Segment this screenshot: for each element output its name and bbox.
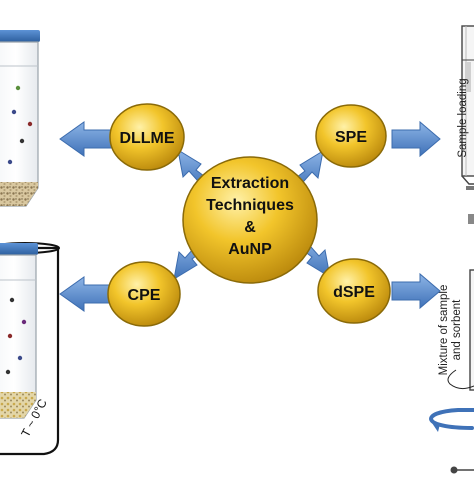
arrow-cpe-to-tube: [59, 276, 114, 312]
node-spe-label: SPE: [335, 129, 367, 146]
sediment-icon: [0, 392, 36, 418]
tube-cap: [0, 243, 38, 255]
particle-icon: [9, 297, 15, 303]
node-spe: SPE: [315, 104, 387, 168]
spe-cartridge: Sample loading: [457, 25, 474, 185]
particle-icon: [11, 109, 17, 115]
node-cpe-label: CPE: [128, 287, 161, 304]
particle-icon: [7, 333, 13, 339]
particle-icon: [7, 159, 13, 165]
arrow-dspe-to-tube: [391, 272, 441, 310]
tube-body: [469, 269, 474, 391]
center-line-2: Techniques: [206, 197, 294, 214]
tube-cap: [0, 30, 40, 42]
node-cpe: CPE: [107, 261, 181, 327]
particle-icon: [27, 121, 33, 127]
particle-icon: [21, 319, 27, 325]
particle-icon: [5, 369, 11, 375]
center-line-3: &: [244, 219, 256, 236]
center-circle: [182, 156, 318, 284]
particle-icon: [17, 355, 23, 361]
center-line-4: AuNP: [228, 241, 272, 258]
sediment-icon: [0, 182, 38, 206]
node-dspe: dSPE: [317, 258, 391, 324]
dllme-tube: [0, 30, 40, 207]
sample-loading-label: Sample loading: [457, 78, 469, 157]
node-dllme: DLLME: [109, 103, 185, 171]
mixture-label-line1: Mixture of sample: [438, 285, 450, 376]
dspe-tube: Mixture of sample and sorbent: [429, 214, 474, 474]
rotation-icon: [429, 408, 474, 432]
center-line-1: Extraction: [211, 175, 289, 192]
particle-icon: [19, 138, 25, 144]
arrow-dllme-to-tube: [59, 121, 114, 157]
tube-body: [0, 41, 39, 207]
water-bath: [0, 246, 60, 456]
arrow-spe-to-cartridge: [391, 120, 441, 158]
particle-icon: [15, 85, 21, 91]
mixture-label-line2: and sorbent: [451, 299, 463, 361]
center-node: Extraction Techniques & AuNP: [182, 156, 318, 284]
cpe-tube: T ~ 0°C: [0, 242, 60, 456]
node-dllme-label: DLLME: [119, 130, 174, 147]
node-dspe-label: dSPE: [333, 284, 375, 301]
